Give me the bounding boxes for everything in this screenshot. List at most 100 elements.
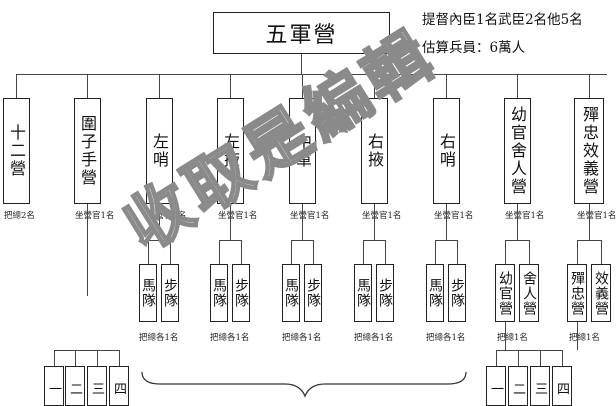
- info-line-1: 提督內臣1名武臣2名他5名: [422, 12, 583, 28]
- row-stem: [97, 350, 99, 366]
- sub-note: 把總1名: [569, 333, 600, 343]
- unit-box: 中軍: [288, 98, 316, 204]
- sub-stem: [219, 240, 221, 264]
- row-box: 三: [530, 366, 550, 406]
- title-stem: [301, 54, 303, 74]
- unit-stem: [230, 74, 232, 98]
- unit-down-stem: [589, 204, 591, 240]
- sub-box: 步隊: [448, 264, 466, 322]
- sub-note: 把總各1名: [426, 333, 466, 343]
- sub-box: 殫忠營: [567, 264, 587, 322]
- sub-box: 馬隊: [354, 264, 372, 322]
- sub-box: 馬隊: [210, 264, 228, 322]
- unit-note: 坐營官1名: [577, 211, 616, 221]
- sub-box: 馬隊: [282, 264, 300, 322]
- unit-note: 坐營官1名: [362, 211, 402, 221]
- sub-box: 步隊: [161, 264, 179, 322]
- unit-stem: [374, 74, 376, 98]
- sub-stem: [313, 240, 315, 264]
- unit-note: 坐營官1名: [218, 211, 258, 221]
- unit-down-stem: [374, 204, 376, 240]
- row-box: 三: [87, 366, 107, 406]
- sub-down-stem: [577, 322, 579, 350]
- row-connector: [496, 350, 562, 352]
- row-box: 二: [65, 366, 85, 406]
- sub-note: 把總各1名: [210, 333, 250, 343]
- unit-note: 坐營官1名: [147, 211, 187, 221]
- sub-note: 把總1名: [497, 333, 528, 343]
- row-stem: [119, 350, 121, 366]
- sub-stem: [148, 240, 150, 264]
- sub-connector: [435, 240, 457, 242]
- unit-box: 右掖: [360, 98, 388, 204]
- unit-box: 幼官舍人營: [503, 98, 531, 204]
- row-box: 四: [109, 366, 129, 406]
- unit-down-stem: [302, 204, 304, 240]
- unit-stem: [446, 74, 448, 98]
- unit-note: 坐營官1名: [434, 211, 474, 221]
- row-stem: [540, 350, 542, 366]
- unit-box: 圍子手營: [73, 98, 101, 204]
- unit-box: 左掖: [216, 98, 244, 204]
- unit-stem: [302, 74, 304, 98]
- unit-box: 殫忠效義營: [574, 98, 604, 204]
- sub-box: 效義營: [591, 264, 611, 322]
- row-stem: [496, 350, 498, 366]
- sub-box: 步隊: [232, 264, 250, 322]
- sub-stem: [363, 240, 365, 264]
- sub-stem: [170, 240, 172, 264]
- sub-box: 馬隊: [426, 264, 444, 322]
- unit-box: 十二營: [2, 98, 30, 204]
- unit-stem: [589, 74, 591, 98]
- sub-box: 步隊: [376, 264, 394, 322]
- sub-stem: [241, 240, 243, 264]
- sub-box: 幼官營: [495, 264, 515, 322]
- sub-stem: [601, 240, 603, 264]
- sub-connector: [363, 240, 385, 242]
- sub-down-stem: [505, 322, 507, 350]
- row-box: 二: [508, 366, 528, 406]
- unit-box: 左哨: [145, 98, 173, 204]
- sub-box: 步隊: [304, 264, 322, 322]
- unit-note: 把總2名: [4, 211, 35, 221]
- row-connector: [54, 350, 119, 352]
- unit-stem: [159, 74, 161, 98]
- unit-note: 坐營官1名: [505, 211, 545, 221]
- sub-stem: [291, 240, 293, 264]
- sub-stem: [457, 240, 459, 264]
- sub-note: 把總各1名: [139, 333, 179, 343]
- info-line-2: 估算兵員：6萬人: [422, 40, 526, 56]
- sub-connector: [291, 240, 313, 242]
- unit-down-stem: [87, 204, 89, 296]
- row-box: 一: [44, 366, 64, 406]
- sub-connector: [148, 240, 170, 242]
- sub-box: 馬隊: [139, 264, 157, 322]
- sub-connector: [219, 240, 241, 242]
- row-stem: [54, 350, 56, 366]
- unit-down-stem: [446, 204, 448, 240]
- unit-down-stem: [230, 204, 232, 240]
- unit-stem: [87, 74, 89, 98]
- sub-stem: [529, 240, 531, 264]
- grouping-brace: [141, 371, 467, 398]
- sub-stem: [435, 240, 437, 264]
- sub-connector: [505, 240, 529, 242]
- sub-connector: [577, 240, 601, 242]
- sub-stem: [385, 240, 387, 264]
- unit-box: 右哨: [432, 98, 460, 204]
- unit-down-stem: [159, 204, 161, 240]
- row-box: 四: [552, 366, 572, 406]
- unit-stem: [16, 74, 18, 98]
- unit-note: 坐營官1名: [75, 211, 115, 221]
- main-horizontal: [16, 74, 607, 76]
- sub-note: 把總各1名: [282, 333, 322, 343]
- row-box: 一: [486, 366, 506, 406]
- diagram-title: 五軍營: [213, 12, 390, 54]
- unit-note: 坐營官1名: [290, 211, 330, 221]
- row-stem: [562, 350, 564, 366]
- sub-stem: [505, 240, 507, 264]
- sub-note: 把總各1名: [354, 333, 394, 343]
- unit-stem: [517, 74, 519, 98]
- sub-box: 舍人營: [519, 264, 539, 322]
- unit-down-stem: [517, 204, 519, 240]
